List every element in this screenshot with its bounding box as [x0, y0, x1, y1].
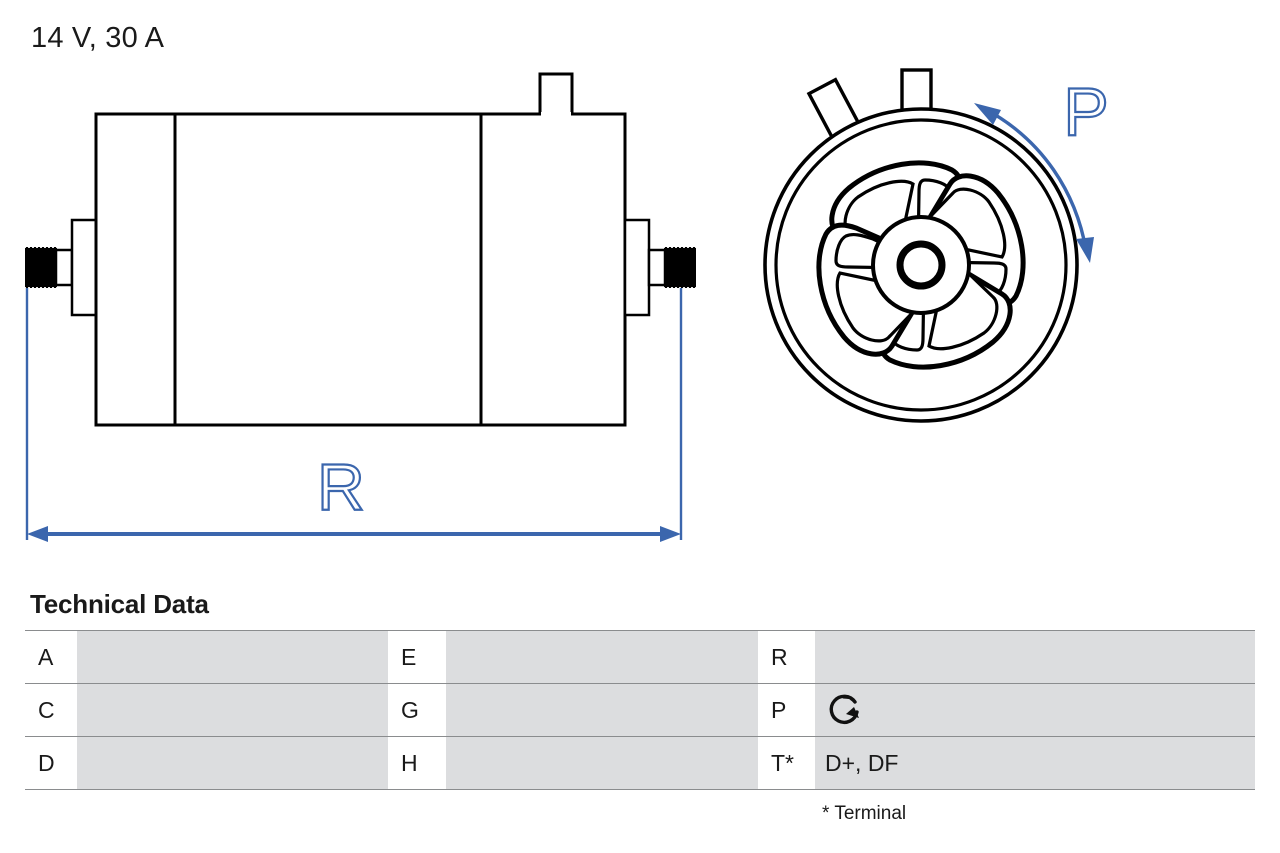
page-title: 14 V, 30 A	[31, 22, 165, 54]
table-row: D H T* D+, DF	[25, 736, 1255, 790]
row-label-d: D	[25, 736, 77, 790]
table-row: C G P	[25, 683, 1255, 737]
row-value-d	[77, 736, 388, 790]
row-label-t: T*	[758, 736, 815, 790]
row-value-e	[446, 630, 758, 684]
row-value-p	[815, 683, 1255, 737]
row-label-c: C	[25, 683, 77, 737]
technical-data-table: A E R C G P	[25, 630, 1255, 790]
fan-inner-rim	[774, 118, 1068, 412]
rotation-arrow-start-icon	[974, 103, 1001, 125]
row-value-h	[446, 736, 758, 790]
dimension-r-label: R	[317, 450, 365, 524]
row-label-h: H	[388, 736, 446, 790]
rotation-arc	[984, 107, 1088, 251]
alternator-side-view	[25, 72, 696, 427]
clockwise-rotation-icon	[825, 690, 865, 730]
right-shaft-assembly	[623, 218, 696, 317]
dimension-arrow-left-icon	[27, 526, 48, 542]
row-value-a	[77, 630, 388, 684]
row-value-t: D+, DF	[815, 736, 1255, 790]
dimension-arrow-right-icon	[660, 526, 681, 542]
alternator-fan-end-view	[763, 68, 1079, 423]
row-label-g: G	[388, 683, 446, 737]
rotation-arrow-end-icon	[1076, 237, 1094, 263]
row-value-r	[815, 630, 1255, 684]
row-label-e: E	[388, 630, 446, 684]
rotation-indicator-p: P	[974, 73, 1110, 263]
fan-shaft-bore	[896, 240, 946, 290]
technical-drawing: R	[25, 68, 1110, 542]
table-row: A E R	[25, 630, 1255, 684]
row-label-a: A	[25, 630, 77, 684]
left-shaft-assembly	[25, 218, 98, 317]
technical-data-heading: Technical Data	[30, 589, 209, 619]
row-value-c	[77, 683, 388, 737]
table-footnote: * Terminal	[822, 803, 907, 824]
row-label-p: P	[758, 683, 815, 737]
row-value-g	[446, 683, 758, 737]
dimension-r: R	[25, 288, 683, 542]
row-label-r: R	[758, 630, 815, 684]
rotation-label-p: P	[1063, 74, 1108, 150]
